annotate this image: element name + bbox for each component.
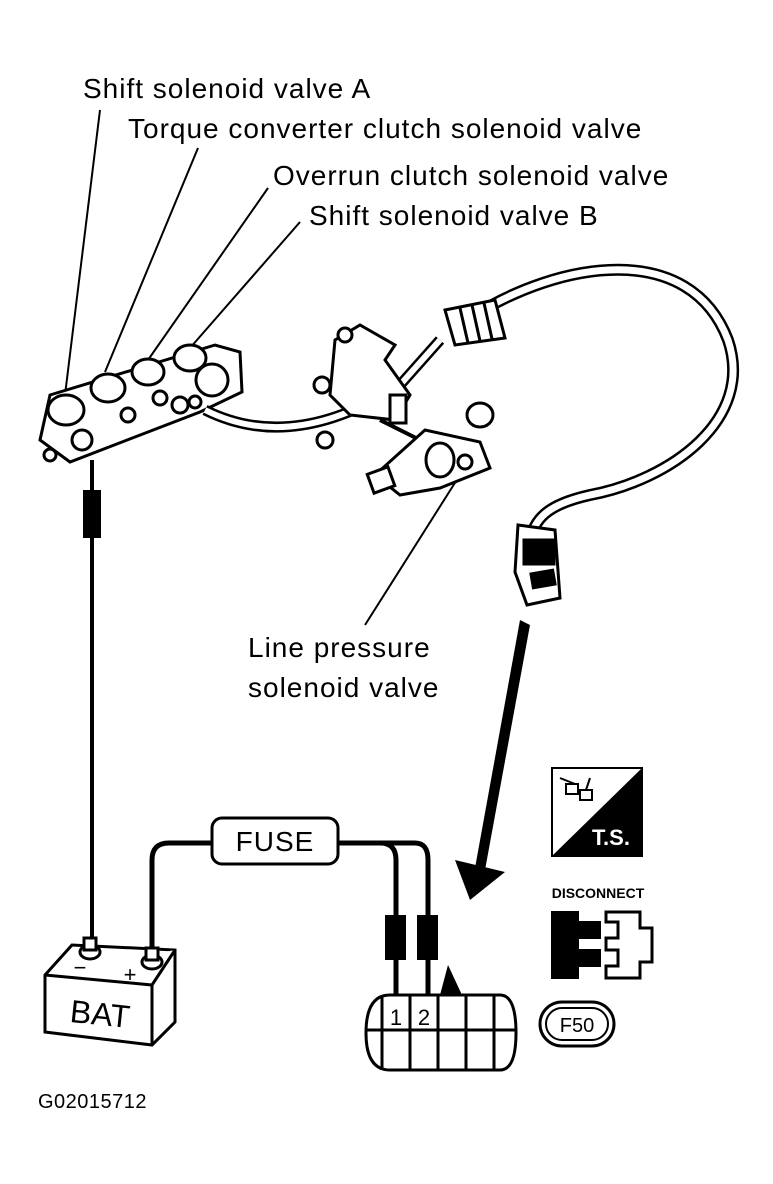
- leader-shift-a: [64, 109, 101, 396]
- leader-line-pressure: [364, 477, 459, 626]
- battery-label: BAT: [68, 993, 131, 1035]
- connector-face: [364, 993, 518, 1072]
- leader-lines: [64, 109, 459, 626]
- label-line-pressure-line2: solenoid valve: [248, 672, 440, 703]
- leader-shift-b: [189, 221, 301, 349]
- ground-wire: [83, 460, 101, 940]
- leader-tcc: [104, 147, 199, 373]
- harness-connector: [513, 523, 562, 607]
- fuse-label: FUSE: [236, 826, 315, 857]
- label-tcc-solenoid: Torque converter clutch solenoid valve: [128, 113, 643, 144]
- ts-label: T.S.: [592, 825, 630, 850]
- disconnect-icon: DISCONNECT: [551, 885, 654, 980]
- connector-id-label: F50: [560, 1015, 594, 1037]
- label-shift-solenoid-a: Shift solenoid valve A: [83, 73, 372, 104]
- label-line-pressure-line1: Line pressure: [248, 632, 431, 663]
- battery: [43, 936, 177, 1047]
- battery-plus: +: [124, 962, 137, 987]
- connector-tab: [440, 965, 462, 995]
- battery-minus: −: [74, 955, 87, 980]
- pin-2: 2: [418, 1005, 430, 1030]
- fuse-circuit: [149, 840, 431, 1000]
- pin-1: 1: [390, 1005, 402, 1030]
- label-overrun-solenoid: Overrun clutch solenoid valve: [273, 160, 670, 191]
- grommet: [443, 298, 507, 347]
- label-shift-solenoid-b: Shift solenoid valve B: [309, 200, 599, 231]
- bracket-assembly: [312, 323, 412, 450]
- leader-overrun: [147, 187, 269, 361]
- figure-code: G02015712: [38, 1091, 148, 1113]
- connector-id-badge: F50: [538, 1000, 616, 1048]
- pointer-arrow: [455, 620, 530, 900]
- fuse: FUSE: [210, 816, 340, 866]
- solenoid-block: [38, 343, 244, 464]
- line-pressure-solenoid: [365, 401, 495, 497]
- disconnect-label: DISCONNECT: [552, 885, 645, 901]
- ts-badge: T.S.: [551, 767, 643, 857]
